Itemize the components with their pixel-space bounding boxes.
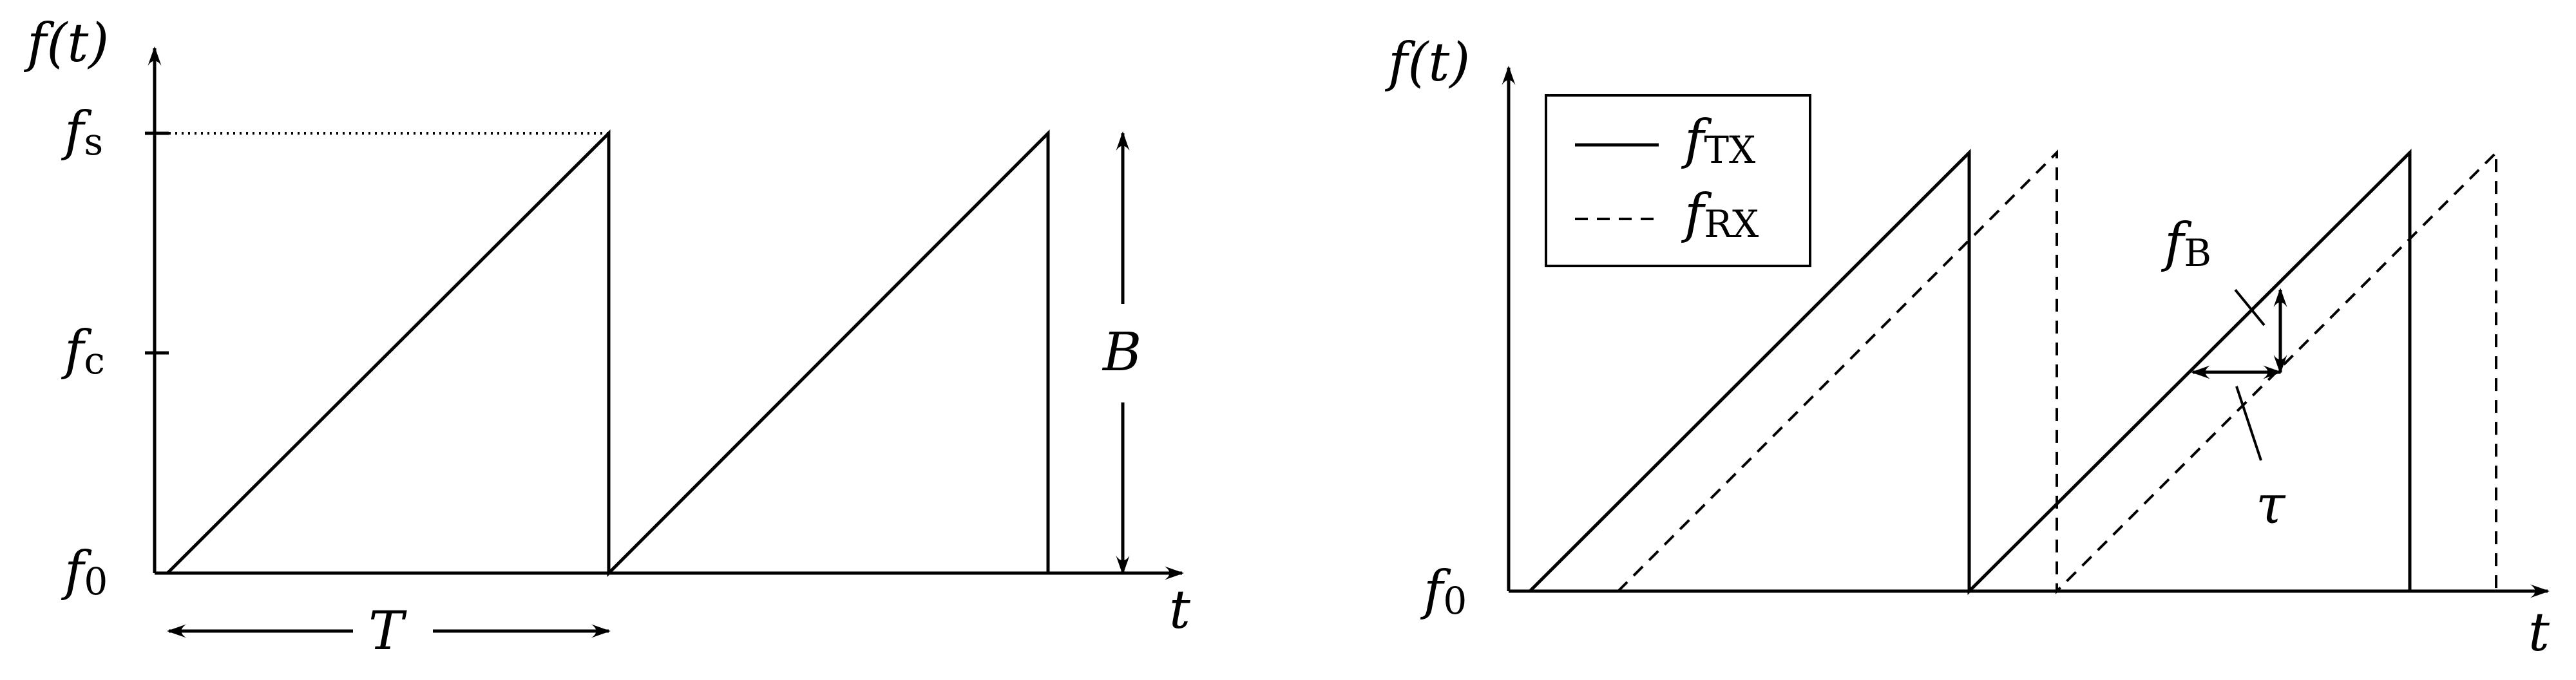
legend-box (1545, 94, 1811, 267)
left-x-axis-label: t (1169, 580, 1191, 641)
left-sawtooth-chirp (166, 129, 1050, 578)
left-bandwidth-label: B (1102, 322, 1141, 383)
right-diagram: fTX fRX f(t) t f0 fB τ (1384, 32, 2550, 663)
beat-frequency-label: fB (2161, 212, 2211, 275)
left-diagram: f(t) t fs fc f0 B T (23, 13, 1191, 662)
left-tick-label-f0: f0 (61, 541, 108, 603)
right-y-axis-label: f(t) (1384, 32, 1470, 93)
right-tx-chirp (1529, 148, 2412, 596)
legend: fTX fRX (1545, 94, 1811, 267)
right-tick-label-f0: f0 (1420, 560, 1467, 623)
left-tick-label-fc: fc (61, 320, 105, 382)
left-y-axis-label: f(t) (23, 13, 109, 74)
right-x-axis-label: t (2528, 602, 2550, 663)
delay-label-leader (2235, 386, 2262, 461)
left-period-label: T (368, 601, 407, 662)
beat-label-leader (2234, 288, 2266, 326)
delay-label: τ (2256, 475, 2286, 536)
left-tick-label-fs: fs (61, 101, 103, 164)
right-rx-chirp (1617, 149, 2497, 594)
